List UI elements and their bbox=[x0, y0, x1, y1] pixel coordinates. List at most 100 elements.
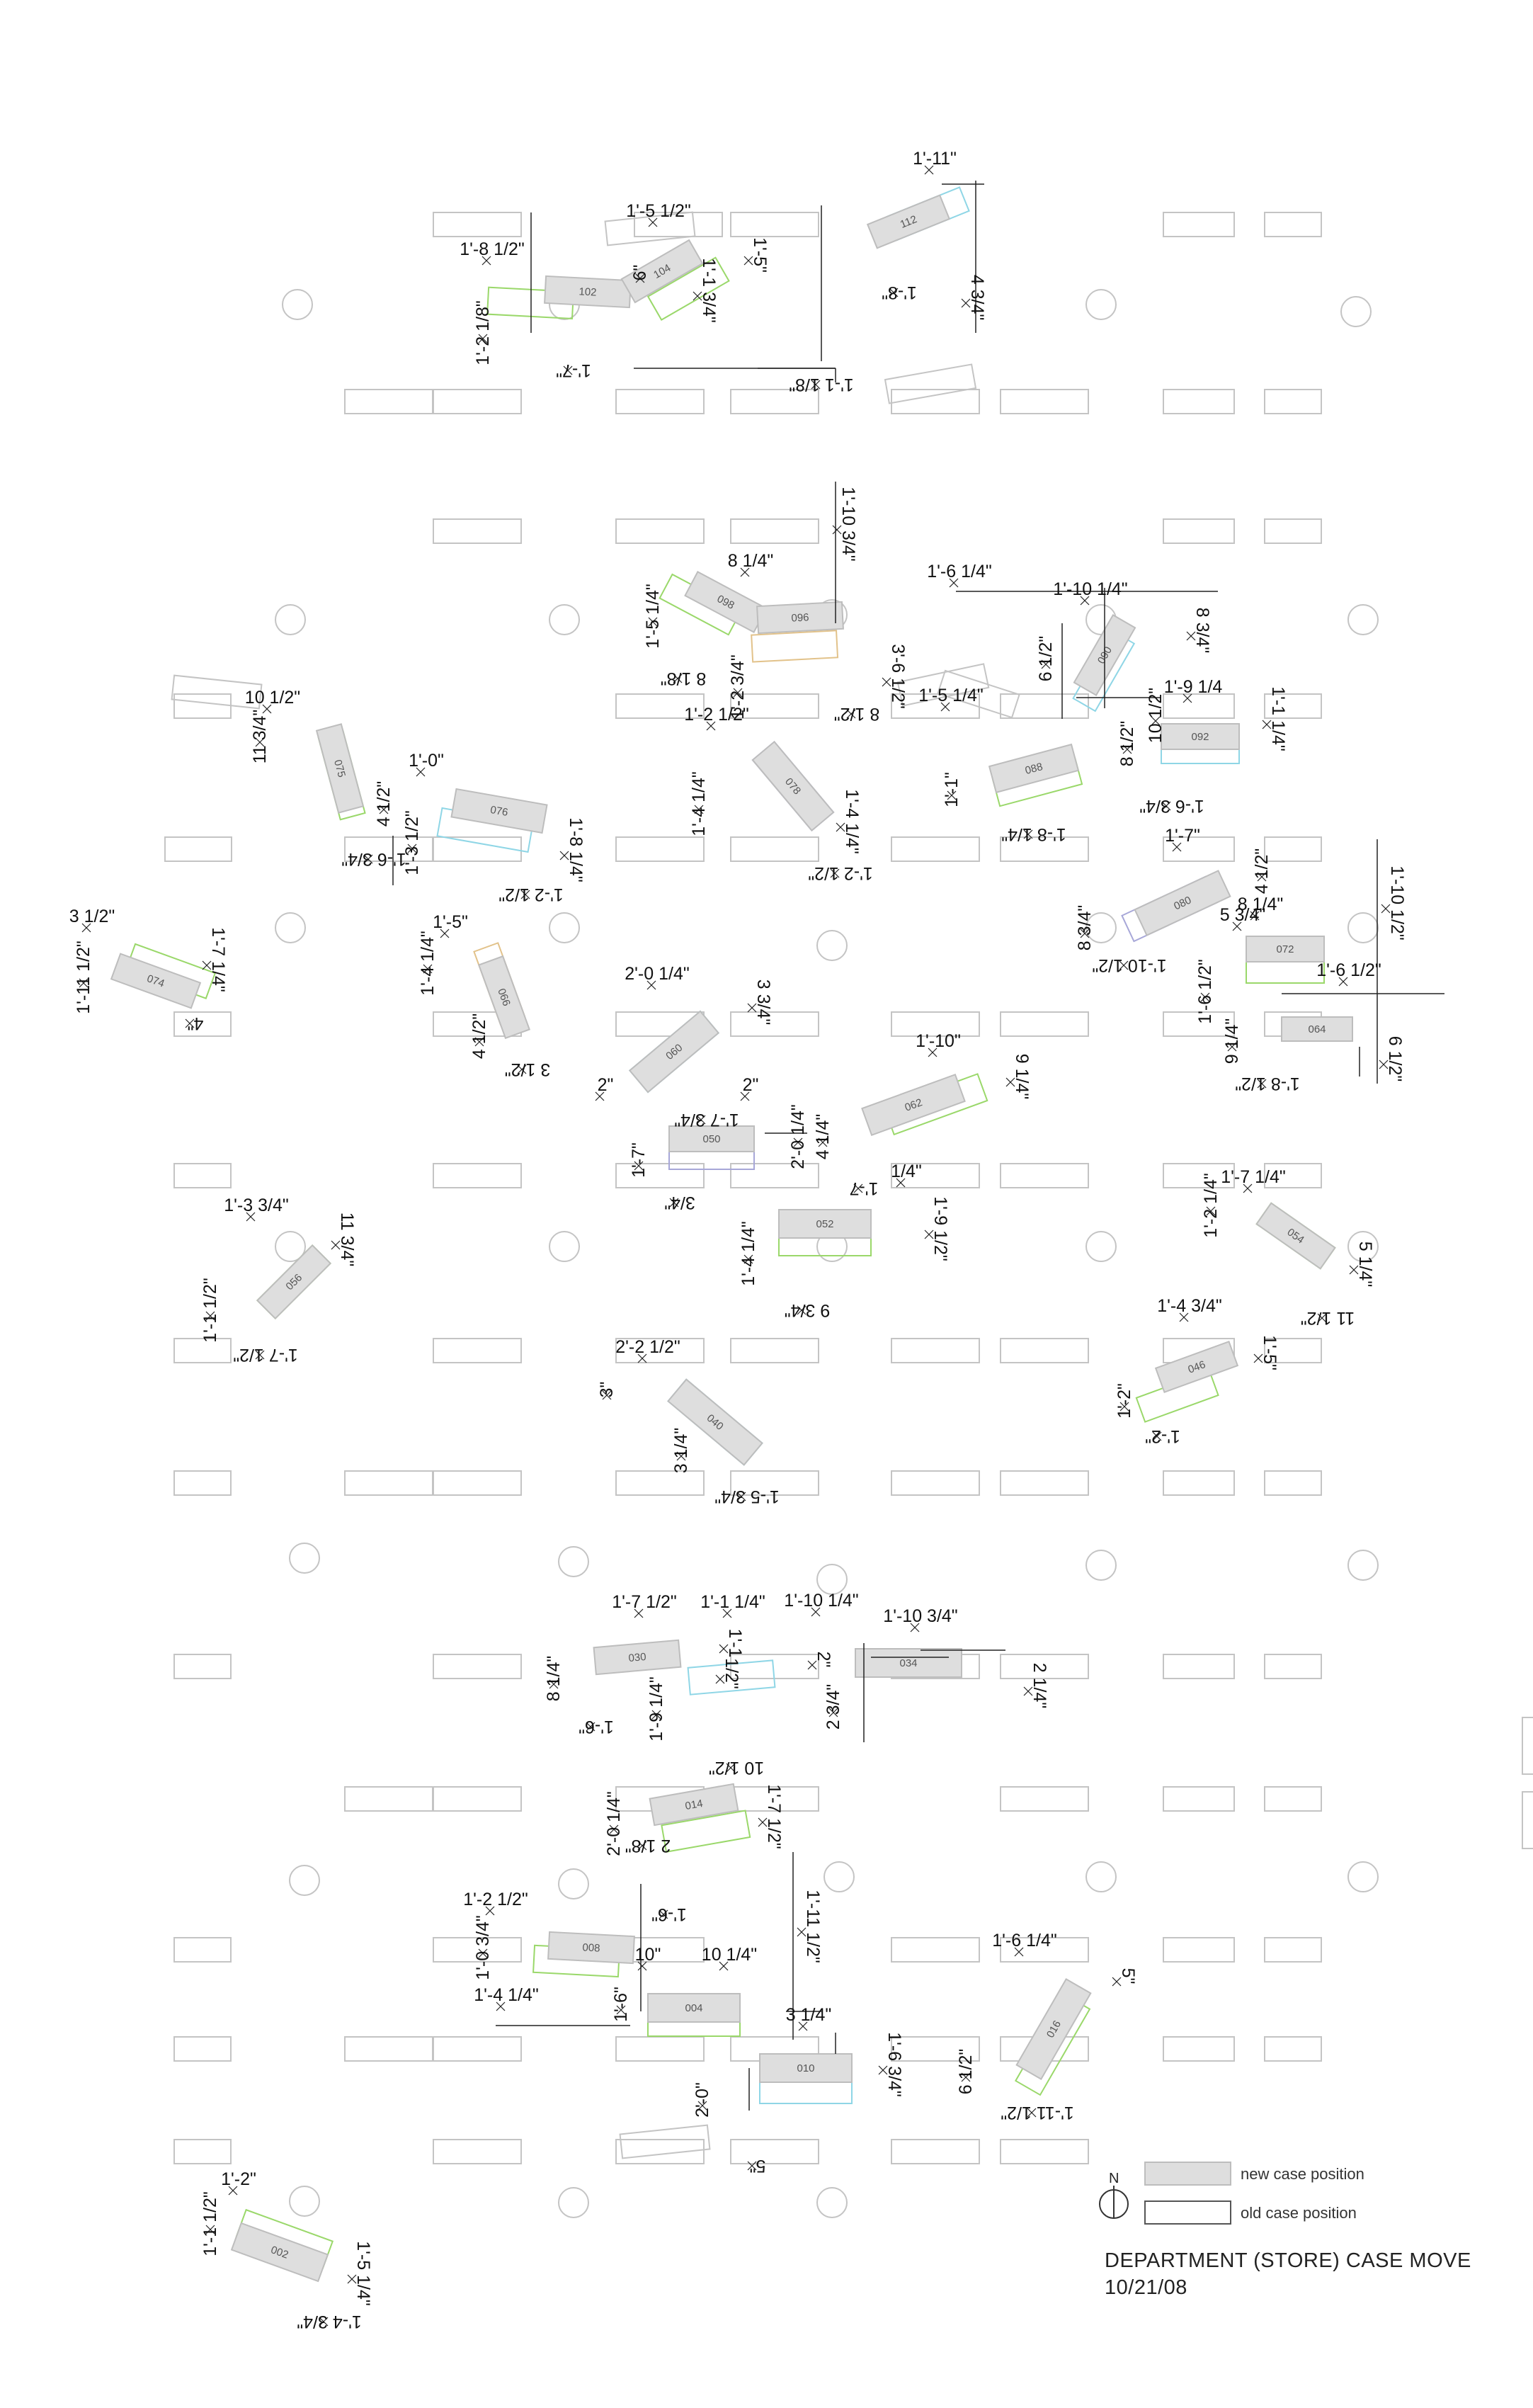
case-102: 102 bbox=[486, 275, 632, 319]
fixture-outline bbox=[173, 1470, 232, 1496]
dimension-label: 1'-10 3/4" bbox=[883, 1606, 957, 1626]
dimension-tick bbox=[202, 960, 212, 970]
dimension-label: 2'-0 1/4" bbox=[604, 1791, 624, 1856]
fixture-outline bbox=[937, 669, 1020, 719]
display-case-icon bbox=[756, 601, 844, 635]
fixture-outline bbox=[891, 693, 980, 719]
display-case-icon bbox=[855, 1648, 962, 1678]
dimension-label: 1'-2 1/4" bbox=[1201, 1173, 1221, 1237]
case-008: 008 bbox=[532, 1931, 635, 1978]
dimension-tick bbox=[637, 1841, 647, 1851]
dimension-label: 1'-4 1/4" bbox=[474, 1985, 538, 2005]
dimension-label: 1'-7 bbox=[850, 1179, 879, 1198]
fixture-outline bbox=[344, 1786, 433, 1812]
dimension-label: 6 1/2" bbox=[1036, 636, 1056, 681]
dimension-tick bbox=[262, 704, 272, 714]
fixture-outline bbox=[433, 1470, 522, 1496]
case-004: 004 bbox=[647, 1993, 741, 2037]
dimension-label: 3 1/4" bbox=[671, 1428, 691, 1473]
dimension-tick bbox=[940, 702, 950, 712]
dimension-tick bbox=[696, 1115, 706, 1125]
dimension-tick bbox=[185, 1018, 195, 1028]
fixture-outline bbox=[891, 836, 980, 862]
dimension-label: 1'-4 1/4" bbox=[418, 931, 438, 995]
dimension-tick bbox=[416, 767, 426, 777]
fixture-outline bbox=[730, 1163, 819, 1188]
display-case-icon bbox=[667, 1378, 763, 1466]
dimension-tick bbox=[637, 1353, 647, 1363]
dimension-tick bbox=[722, 1608, 732, 1618]
dimension-tick bbox=[481, 256, 491, 266]
dimension-label: 1'-5 1/4" bbox=[918, 686, 983, 705]
dimension-label: 1'-4 3/4" bbox=[297, 2312, 361, 2332]
column-icon bbox=[549, 1231, 580, 1262]
dimension-label: 1'-5 3/4" bbox=[714, 1487, 779, 1506]
column-icon bbox=[558, 2187, 589, 2218]
dimension-label: 1'-2 1/2" bbox=[684, 705, 748, 725]
case-number: 004 bbox=[685, 2002, 702, 2014]
fixture-outline bbox=[1163, 693, 1235, 719]
dimension-label: 11 3/4" bbox=[250, 710, 270, 764]
fixture-outline bbox=[433, 836, 522, 862]
dimension-tick bbox=[928, 1047, 938, 1057]
fixture-outline bbox=[1264, 212, 1322, 237]
dimension-label: 1'-10 1/4" bbox=[1053, 579, 1127, 599]
dimension-tick bbox=[673, 674, 683, 683]
case-002: 002 bbox=[230, 2208, 334, 2283]
fixture-outline bbox=[1264, 518, 1322, 544]
display-case-icon bbox=[1161, 723, 1240, 750]
dimension-tick bbox=[924, 1229, 934, 1239]
case-number: 014 bbox=[684, 1798, 704, 1812]
dimension-tick bbox=[706, 721, 716, 731]
dimension-label: 2" bbox=[814, 1652, 833, 1668]
case-072: 072 bbox=[1246, 936, 1325, 984]
dimension-label: 1'-10 1/4" bbox=[784, 1591, 858, 1611]
dimension-label: 1'-8" bbox=[882, 283, 917, 302]
cases-layer: 1021041120980960900920880780750760740660… bbox=[110, 186, 1353, 2283]
fixture-outline bbox=[173, 1937, 232, 1963]
dimension-label: 1'-8 1/2" bbox=[1235, 1074, 1299, 1094]
dimension-label: 1'-1 1/2" bbox=[200, 2191, 220, 2256]
dimension-tick bbox=[924, 165, 934, 175]
dimension-label: 8 1/4" bbox=[1238, 895, 1283, 914]
legend-old-swatch bbox=[1144, 2200, 1231, 2225]
dimension-tick bbox=[947, 790, 957, 800]
fixture-outline bbox=[1163, 836, 1235, 862]
case-016: 016 bbox=[1014, 1978, 1092, 2096]
dimension-label: 2'-0 1/4" bbox=[788, 1104, 808, 1169]
fixture-outline bbox=[344, 2036, 433, 2062]
fixture-outline bbox=[1264, 2036, 1322, 2062]
dimension-label: 1'-2" bbox=[1115, 1383, 1134, 1419]
dimension-label: 1'-6" bbox=[611, 1987, 631, 2022]
dimension-label: 1'-2 1/2" bbox=[498, 885, 563, 904]
legend-new-label: new case position bbox=[1241, 2165, 1364, 2183]
fixture-outline bbox=[730, 1654, 819, 1679]
dimension-tick bbox=[637, 1961, 647, 1971]
dimension-label: 1'-1 1/4" bbox=[1268, 686, 1288, 751]
fixture-outline bbox=[1163, 1163, 1235, 1188]
column-icon bbox=[1347, 1231, 1379, 1262]
fixture-outline bbox=[884, 363, 977, 404]
display-case-icon bbox=[751, 740, 835, 832]
dimension-tick bbox=[1243, 1183, 1253, 1193]
case-034: 034 bbox=[855, 1648, 962, 1678]
case-number: 072 bbox=[1276, 943, 1294, 955]
fixture-outline bbox=[173, 2036, 232, 2062]
dimension-tick bbox=[474, 1037, 484, 1047]
dimension-label: 1'-2 1/8" bbox=[473, 300, 493, 365]
north-arrow: N bbox=[1099, 2171, 1129, 2219]
fixture-outline bbox=[433, 2036, 522, 2062]
case-number: 088 bbox=[1024, 761, 1044, 777]
fixture-outline bbox=[1000, 693, 1089, 719]
dimension-tick bbox=[1014, 1947, 1024, 1957]
dimension-label: 2" bbox=[598, 1075, 614, 1095]
old-case-outline bbox=[646, 256, 730, 321]
dimension-tick bbox=[563, 365, 573, 375]
dimension-label: 1'-9 1/4 bbox=[1164, 677, 1223, 697]
dimension-label: 1'-8 1/4" bbox=[566, 817, 586, 882]
dimension-tick bbox=[255, 1350, 265, 1360]
dimension-tick bbox=[648, 617, 658, 627]
column-icon bbox=[275, 604, 306, 635]
dimension-tick bbox=[331, 1240, 341, 1250]
case-046: 046 bbox=[1135, 1340, 1239, 1423]
